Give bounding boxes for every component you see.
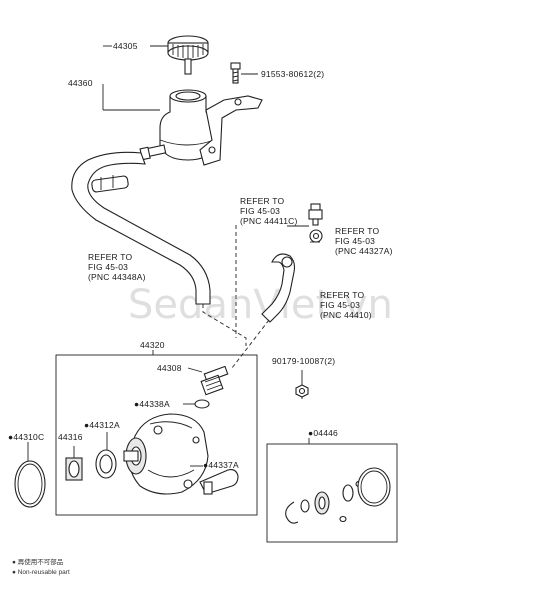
- seal-44316: [65, 457, 83, 481]
- refer2-line1: REFER TO: [335, 226, 379, 236]
- reservoir-tank: [139, 89, 263, 166]
- pump-assembly-box: [55, 354, 258, 516]
- refer2-line3: (PNC 44327A): [335, 246, 393, 256]
- label-44360: 44360: [68, 78, 93, 88]
- refer4-line3: (PNC 44410): [320, 310, 372, 320]
- label-44338a: ●44338A: [134, 399, 170, 409]
- label-91553: 91553-80612(2): [261, 69, 324, 79]
- gasket-kit-box: [266, 438, 398, 543]
- refer1-line2: FIG 45-03: [240, 206, 280, 216]
- label-44305: 44305: [113, 41, 138, 51]
- reservoir-cap: [167, 35, 209, 75]
- label-44312a: ●44312A: [84, 420, 120, 430]
- label-44337a: ●44337A: [203, 460, 239, 470]
- refer2-line2: FIG 45-03: [335, 236, 375, 246]
- hose-44410: [261, 253, 296, 323]
- power-steering-pump: [123, 413, 239, 495]
- label-44310c: ●44310C: [8, 432, 44, 442]
- bearing-44312a: [95, 449, 117, 479]
- legend-japanese: ● 再使用不可部品: [12, 557, 63, 566]
- label-44316: 44316: [58, 432, 83, 442]
- nut-90179: [295, 384, 309, 398]
- return-hose: [71, 151, 211, 305]
- refer3-line3: (PNC 44348A): [88, 272, 146, 282]
- bolt-91553: [230, 62, 241, 84]
- refer4-line1: REFER TO: [320, 290, 364, 300]
- label-44308: 44308: [157, 363, 182, 373]
- refer1-line1: REFER TO: [240, 196, 284, 206]
- o-ring-44310c: [14, 460, 46, 508]
- flow-control-valve: [200, 365, 229, 396]
- o-ring-44338a: [194, 399, 210, 409]
- refer3-line2: FIG 45-03: [88, 262, 128, 272]
- washer-44327a: [309, 229, 323, 243]
- refer3-line1: REFER TO: [88, 252, 132, 262]
- refer4-line2: FIG 45-03: [320, 300, 360, 310]
- label-04446: ●04446: [308, 428, 338, 438]
- fitting-44411c: [308, 203, 323, 226]
- watermark: SedanViet.vn: [128, 282, 393, 328]
- label-44320: 44320: [140, 340, 165, 350]
- legend-english: ● Non-reusable part: [12, 569, 70, 576]
- refer1-line3: (PNC 44411C): [240, 216, 298, 226]
- label-90179: 90179-10087(2): [272, 356, 335, 366]
